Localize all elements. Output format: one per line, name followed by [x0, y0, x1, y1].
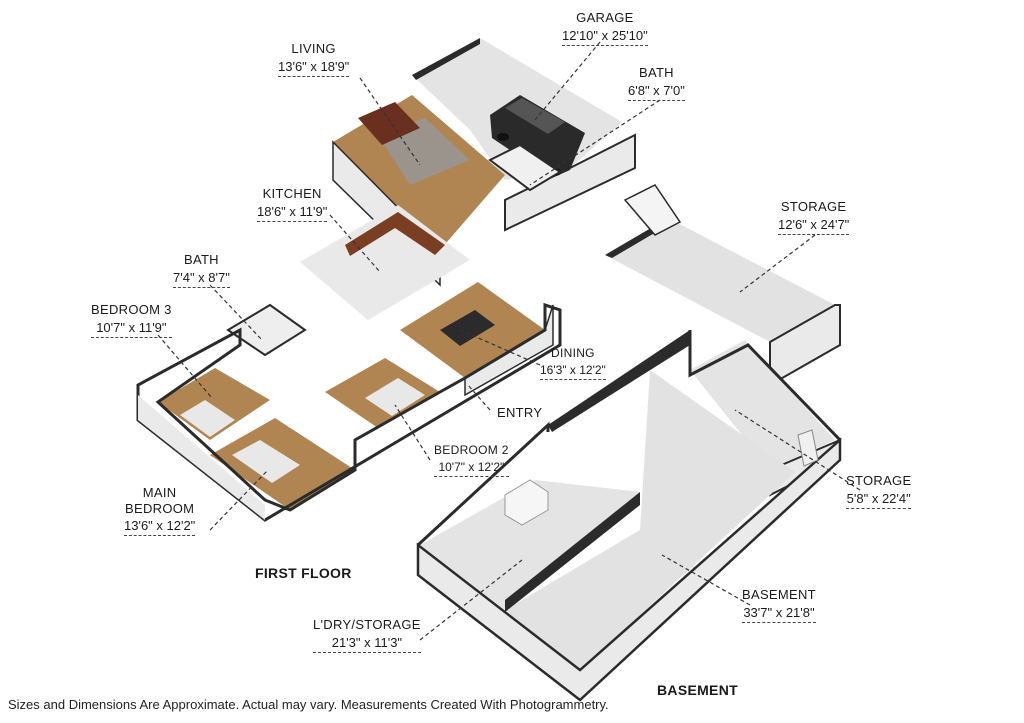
- basement-title: BASEMENT: [657, 682, 738, 698]
- laundry-leader: [419, 559, 523, 641]
- storage-lower-dims: 5'8" x 22'4": [846, 491, 912, 510]
- bedroom3-dims: 10'7" x 11'9": [91, 320, 172, 339]
- first-floor-model: [136, 38, 636, 522]
- bath-upper-name: BATH: [638, 65, 674, 80]
- bath-lower-name: BATH: [183, 252, 219, 267]
- storage-upper-name: STORAGE: [780, 199, 847, 214]
- dining-leader: [459, 329, 541, 366]
- living-label: LIVING 13'6" x 18'9": [278, 39, 350, 78]
- main-bedroom-label: MAIN BEDROOM 13'6" x 12'2": [124, 485, 196, 536]
- first-floor-title: FIRST FLOOR: [255, 565, 352, 581]
- basement-model: [416, 184, 842, 702]
- washer-dryer: [504, 479, 549, 526]
- bedroom3-floor: [158, 368, 270, 440]
- garage-wall: [412, 38, 480, 80]
- kitchen-label: KITCHEN 18'6" x 11'9": [257, 184, 328, 223]
- laundry-label: L'DRY/STORAGE 21'3" x 11'3": [313, 615, 421, 654]
- basement-label: BASEMENT 33'7" x 21'8": [742, 585, 816, 624]
- kitchen-leader: [329, 214, 381, 273]
- bedroom2-name: BEDROOM 2: [434, 443, 509, 457]
- bedroom2-bed: [365, 378, 425, 416]
- entry-leader: [467, 384, 491, 411]
- first-floor-outer-walls: [136, 302, 562, 522]
- basement-wall-back: [548, 330, 690, 432]
- basement-leader: [661, 554, 751, 606]
- main-bedroom-bed: [232, 440, 300, 483]
- kitchen-cabinets: [345, 212, 445, 256]
- dining-dims: 16'3" x 12'2": [540, 363, 606, 380]
- basement-right-wall: [688, 330, 842, 442]
- bath-lower-leader: [209, 284, 263, 341]
- living-leader: [359, 77, 421, 166]
- first-floor-front-wall: [138, 395, 265, 520]
- basement-dims: 33'7" x 21'8": [742, 605, 816, 624]
- bedroom2-dims: 10'7" x 12'2": [434, 460, 509, 477]
- bedroom2-label: BEDROOM 2 10'7" x 12'2": [434, 440, 509, 477]
- bath-upper-dims: 6'8" x 7'0": [628, 83, 685, 102]
- basement-name: BASEMENT: [742, 587, 816, 602]
- basement-outer-top-wall: [416, 421, 550, 547]
- bath-lower-floor: [226, 303, 307, 357]
- kitchen-name: KITCHEN: [262, 186, 322, 201]
- garage-label: GARAGE 12'10" x 25'10": [562, 8, 648, 47]
- bath-lower-dims: 7'4" x 8'7": [173, 270, 230, 289]
- storage-upper-label: STORAGE 12'6" x 24'7": [778, 197, 850, 236]
- garage-side-wall: [504, 133, 636, 232]
- bath-lower-label: BATH 7'4" x 8'7": [173, 250, 230, 289]
- laundry-name: L'DRY/STORAGE: [313, 617, 421, 632]
- storage-upper-leader: [739, 234, 816, 293]
- storage-upper-right-wall: [769, 304, 841, 387]
- garage-name: GARAGE: [576, 10, 634, 25]
- main-bedroom-name: MAIN BEDROOM: [125, 485, 195, 517]
- disclaimer-text: Sizes and Dimensions Are Approximate. Ac…: [8, 697, 609, 712]
- storage-lower-name: STORAGE: [846, 473, 912, 488]
- dining-table: [440, 310, 495, 346]
- living-dims: 13'6" x 18'9": [278, 59, 350, 78]
- storage-lower-leader: [734, 409, 861, 491]
- bedroom3-name: BEDROOM 3: [91, 302, 172, 317]
- laundry-wall-divider: [505, 492, 640, 612]
- entry-name: ENTRY: [497, 405, 543, 420]
- storage-upper-dims: 12'6" x 24'7": [778, 217, 850, 236]
- basement-outer-front-wall: [416, 437, 842, 702]
- stairs: [623, 184, 682, 236]
- dining-label: DINING 16'3" x 12'2": [540, 343, 606, 380]
- bedroom3-label: BEDROOM 3 10'7" x 11'9": [91, 300, 172, 339]
- sofa: [358, 102, 420, 145]
- water-heater: [797, 429, 819, 467]
- laundry-dims: 21'3" x 11'3": [313, 635, 421, 654]
- main-bedroom-dims: 13'6" x 12'2": [124, 518, 196, 536]
- entry-label: ENTRY: [497, 403, 542, 423]
- bath-upper-label: BATH 6'8" x 7'0": [628, 63, 685, 102]
- garage-dims: 12'10" x 25'10": [562, 28, 648, 47]
- garage-leader: [534, 41, 601, 121]
- storage-lower-label: STORAGE 5'8" x 22'4": [846, 471, 912, 510]
- kitchen-dims: 18'6" x 11'9": [257, 204, 328, 223]
- bedroom3-bed: [180, 400, 235, 437]
- leader-lines: [157, 41, 861, 641]
- storage-upper-floor: [605, 218, 835, 342]
- basement-floor: [505, 370, 795, 670]
- dining-name: DINING: [551, 346, 595, 360]
- bedroom2-leader: [394, 404, 431, 461]
- bath-upper-floor: [488, 143, 562, 192]
- laundry-floor: [420, 480, 640, 610]
- bath-upper-leader: [529, 99, 661, 186]
- living-name: LIVING: [291, 41, 336, 56]
